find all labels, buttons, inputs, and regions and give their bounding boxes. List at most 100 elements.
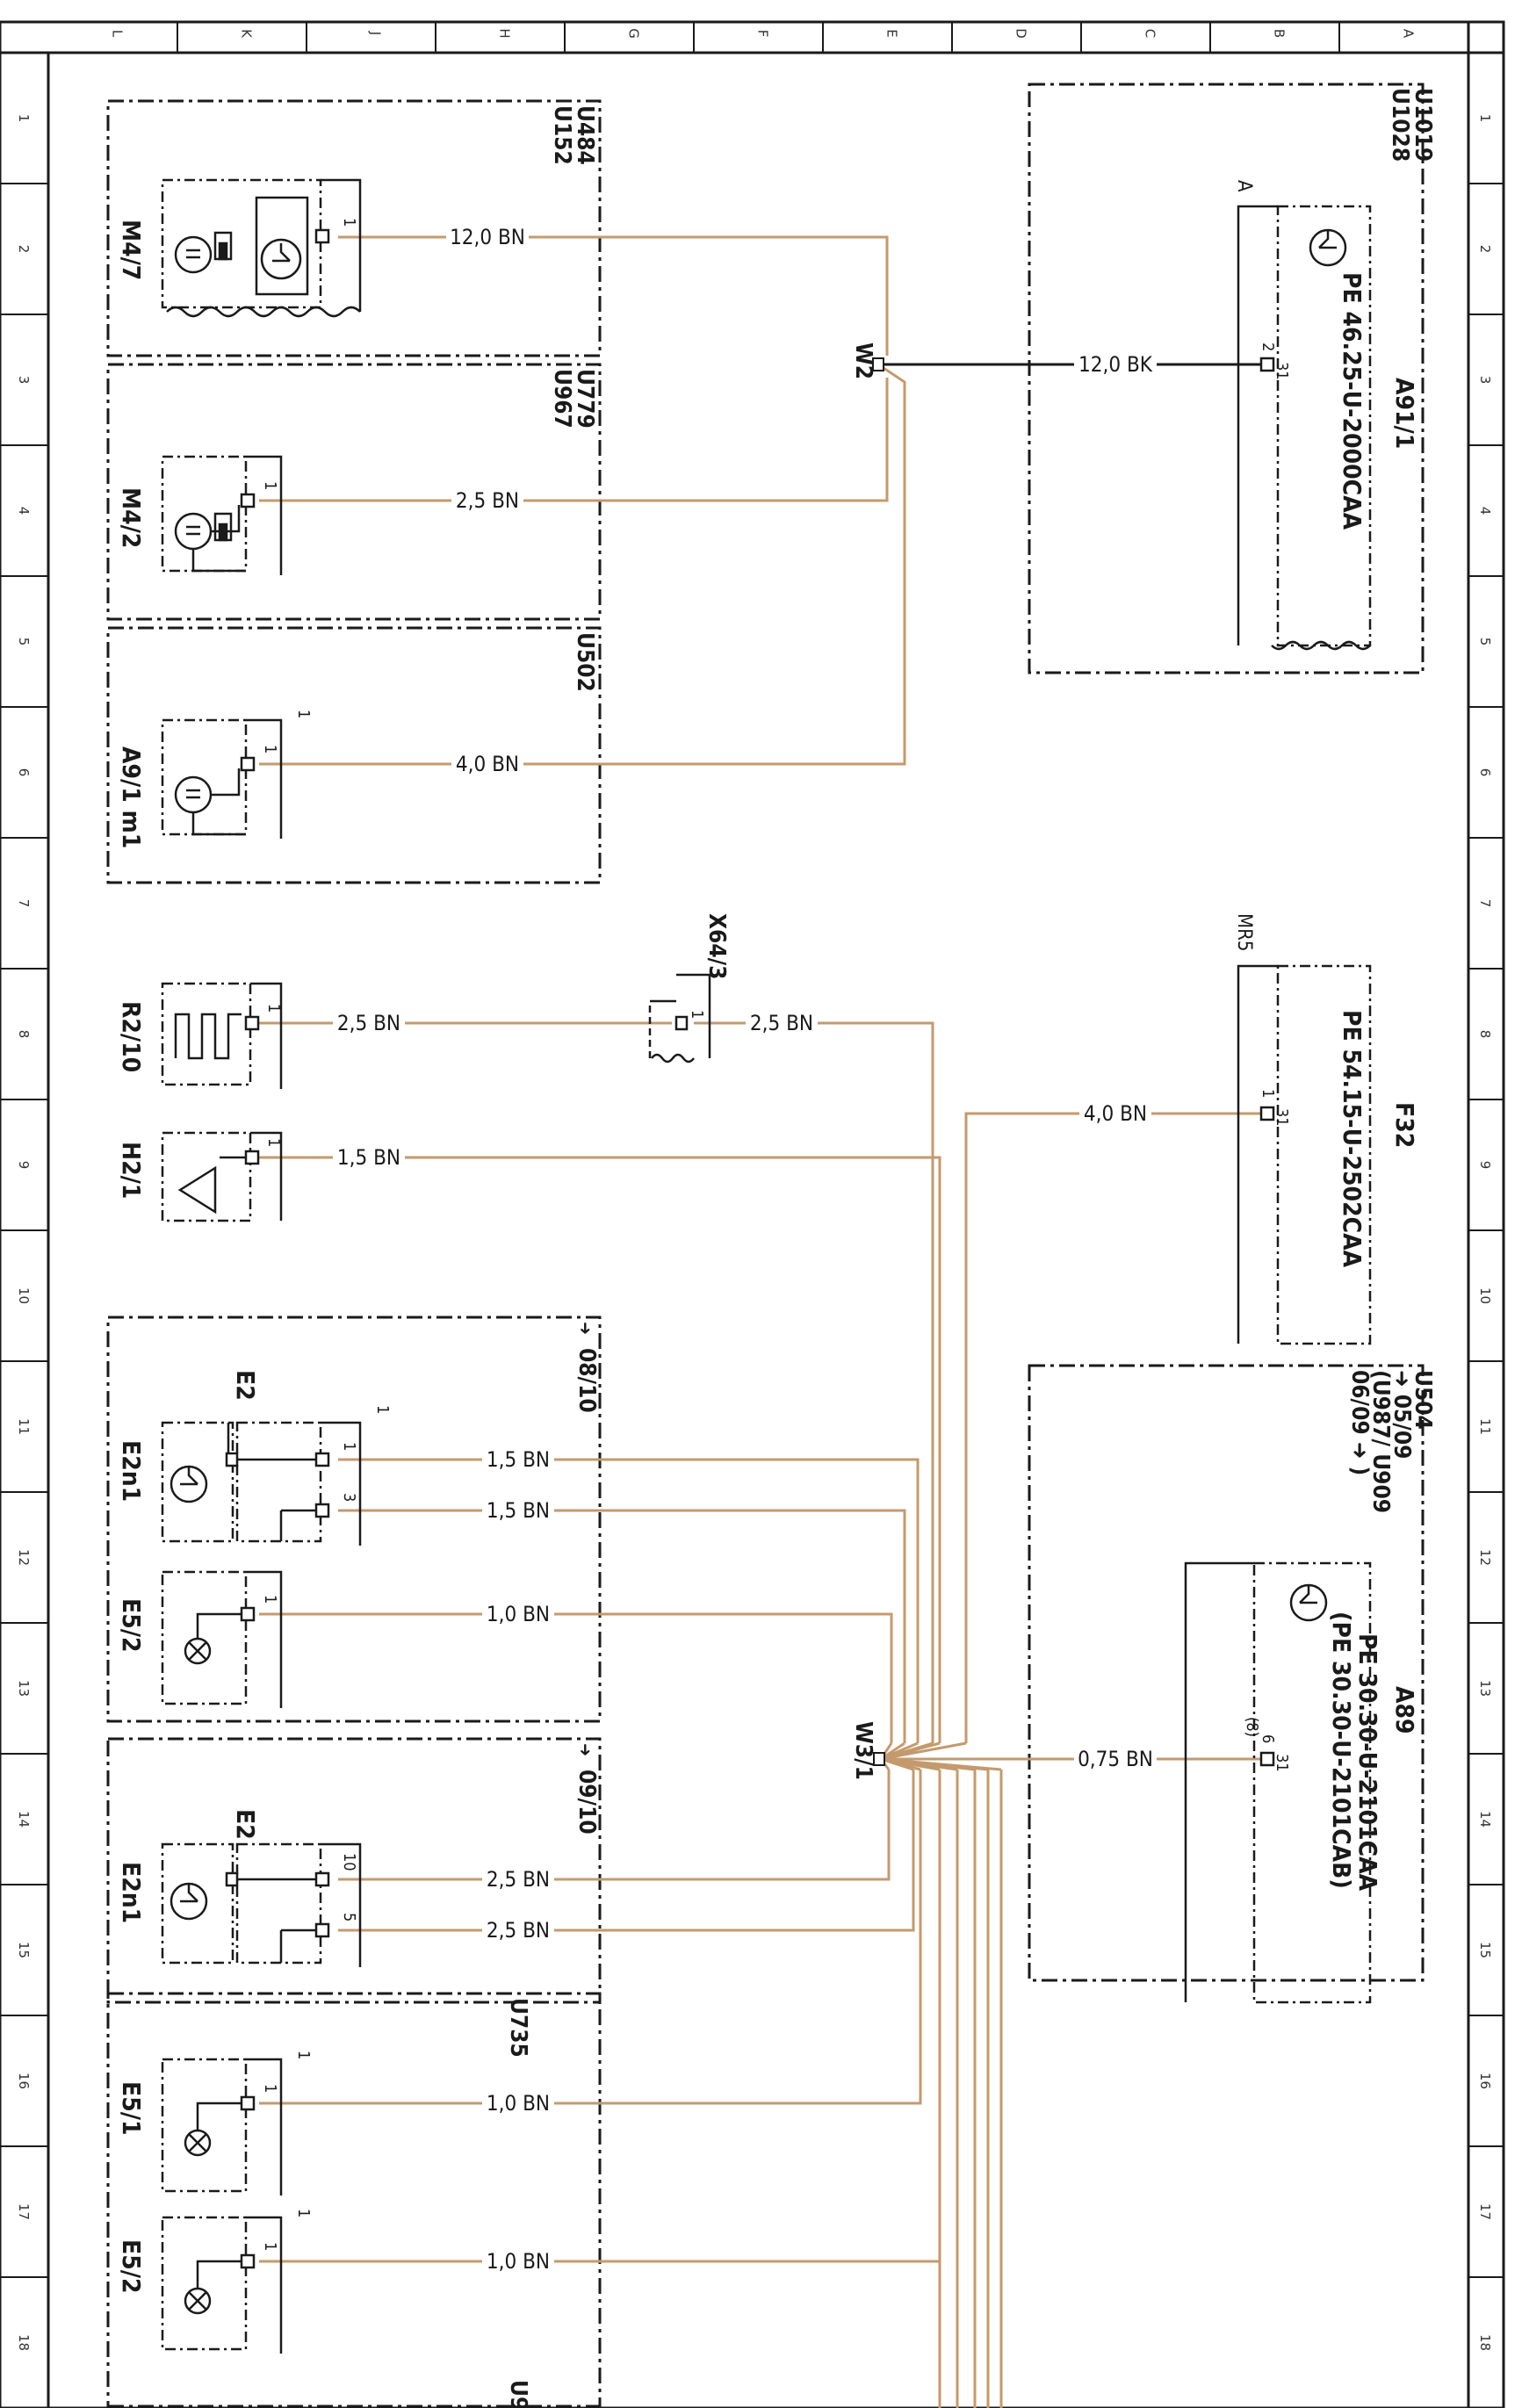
pin-a89-alt: (8) bbox=[1243, 1717, 1261, 1737]
wire-label-bg bbox=[1079, 1101, 1151, 1126]
row-number: 13 bbox=[16, 1680, 32, 1697]
group-label-u779-1: U779 bbox=[572, 369, 598, 429]
label-e2n1-top: E2n1 bbox=[117, 1440, 146, 1502]
group-label-u1019-1: U1019 bbox=[1410, 88, 1436, 162]
column-letter: D bbox=[1013, 28, 1029, 39]
row-number: 4 bbox=[16, 507, 32, 515]
wire-label-a91m1: 4,0 BN bbox=[456, 752, 519, 776]
row-number: 14 bbox=[16, 1811, 32, 1828]
row-number: 16 bbox=[1477, 2073, 1493, 2089]
pin-a911: 31 bbox=[1273, 362, 1291, 380]
row-number: 18 bbox=[16, 2334, 32, 2351]
group-box-0910 bbox=[106, 1737, 602, 2004]
column-letter: L bbox=[110, 30, 126, 38]
column-letter: A bbox=[1401, 29, 1417, 39]
row-number: 17 bbox=[1477, 2203, 1493, 2220]
group-label-0910-arrow: ➜ bbox=[575, 1743, 596, 1756]
wire-label-e52b: 1,0 BN bbox=[487, 2249, 550, 2274]
column-letter: H bbox=[497, 28, 513, 38]
wire-h21 bbox=[259, 1156, 941, 1743]
label-r210: R2/10 bbox=[117, 1001, 146, 1072]
row-number: 8 bbox=[16, 1030, 32, 1039]
group-label-0910: 09/10 bbox=[573, 1770, 600, 1835]
row-number: 12 bbox=[16, 1549, 32, 1566]
row-number: 6 bbox=[1477, 768, 1493, 777]
label-e52-bottom: E5/2 bbox=[117, 2239, 146, 2293]
group-box-u504 bbox=[1028, 1364, 1425, 1982]
label-h21: H2/1 bbox=[117, 1142, 146, 1199]
pin-e2-top-b: 1 bbox=[340, 1442, 358, 1451]
pin-e2-top-a: 1 bbox=[373, 1405, 392, 1414]
row-number: 12 bbox=[1477, 1549, 1493, 1566]
pin-e52-top: 1 bbox=[261, 1595, 279, 1604]
ref-f32: MR5 bbox=[1233, 913, 1255, 951]
wire-label-bg bbox=[446, 225, 529, 249]
row-number: 18 bbox=[1477, 2334, 1493, 2351]
group-label-u502: U502 bbox=[572, 632, 598, 692]
wire-label-f32: 4,0 BN bbox=[1084, 1101, 1147, 1126]
wire-label-e2c: 2,5 BN bbox=[487, 1867, 550, 1892]
row-number: 6 bbox=[16, 768, 32, 777]
group-box-u1019 bbox=[1028, 83, 1425, 674]
group-label-u504-1: U504 bbox=[1410, 1370, 1436, 1430]
row-number: 4 bbox=[1477, 507, 1493, 515]
wire-label-bg bbox=[482, 1867, 554, 1892]
wire-label-e2b: 1,5 BN bbox=[487, 1498, 550, 1523]
wire-m47 bbox=[338, 235, 889, 356]
label-m42: M4/2 bbox=[117, 487, 146, 548]
component-m47 bbox=[161, 178, 362, 318]
component-e52-top bbox=[161, 1570, 283, 1708]
pin-a911-outer: 2 bbox=[1259, 342, 1277, 351]
component-e2-bottom bbox=[161, 1842, 362, 1967]
splice-w2-node bbox=[872, 357, 884, 371]
ref-a911: A bbox=[1233, 180, 1255, 192]
row-number: 13 bbox=[1477, 1680, 1493, 1697]
pin-f32-outer: 1 bbox=[1259, 1089, 1277, 1098]
pin-a89-outer: 6 bbox=[1259, 1734, 1277, 1743]
group-label-u504-2: ➜ 05/09 bbox=[1389, 1370, 1415, 1459]
wire-label-e2d: 2,5 BN bbox=[487, 1918, 550, 1943]
wire-label-e51: 1,0 BN bbox=[487, 2091, 550, 2116]
wire-label-bg bbox=[333, 1145, 405, 1170]
wire-label-bg bbox=[482, 1498, 554, 1523]
row-number: 7 bbox=[16, 899, 32, 908]
wire-e51 bbox=[259, 1770, 922, 2105]
wire-label-bg bbox=[451, 488, 523, 513]
row-number: 1 bbox=[1477, 114, 1493, 123]
wire-e52a bbox=[259, 1612, 893, 1743]
row-number: 10 bbox=[1477, 1287, 1493, 1304]
group-label-bottom: U9 bbox=[505, 2380, 531, 2408]
column-letter: B bbox=[1272, 29, 1288, 38]
row-number: 5 bbox=[16, 638, 32, 646]
wire-e2c bbox=[338, 1770, 891, 1881]
wire-e2a bbox=[338, 1458, 920, 1743]
pin-e2-bottom-b: 5 bbox=[340, 1913, 358, 1921]
component-e52-bottom bbox=[161, 2216, 283, 2354]
label-a911-code: PE 46.25-U-2000CAA bbox=[1338, 272, 1367, 530]
group-box-u779 bbox=[106, 363, 602, 621]
wire-label-e52a: 1,0 BN bbox=[487, 1602, 550, 1626]
group-label-u484-1: U484 bbox=[572, 105, 598, 165]
pin-e51-outer: 1 bbox=[294, 2051, 313, 2059]
pin-e2-top-c: 3 bbox=[340, 1493, 358, 1502]
connector-x643 bbox=[648, 973, 711, 1063]
wire-label-r210: 2,5 BN bbox=[337, 1011, 400, 1035]
column-letter: E bbox=[884, 29, 900, 37]
row-number: 2 bbox=[16, 245, 32, 254]
component-e51 bbox=[161, 2058, 283, 2195]
row-number: 8 bbox=[1477, 1030, 1493, 1039]
row-number: 17 bbox=[16, 2203, 32, 2220]
pin-h21: 1 bbox=[264, 1138, 283, 1147]
pin-f32: 31 bbox=[1273, 1108, 1291, 1127]
row-number: 9 bbox=[1477, 1161, 1493, 1170]
wire-label-bg bbox=[482, 1918, 554, 1943]
group-label-0810: 08/10 bbox=[573, 1348, 600, 1413]
component-r210 bbox=[161, 982, 283, 1089]
pin-e51: 1 bbox=[261, 2084, 279, 2093]
splice-w31-label: W3/1 bbox=[850, 1721, 876, 1780]
component-e2-top bbox=[161, 1421, 362, 1546]
component-a89 bbox=[1184, 1561, 1372, 2004]
group-box-u735 bbox=[106, 1992, 602, 2408]
